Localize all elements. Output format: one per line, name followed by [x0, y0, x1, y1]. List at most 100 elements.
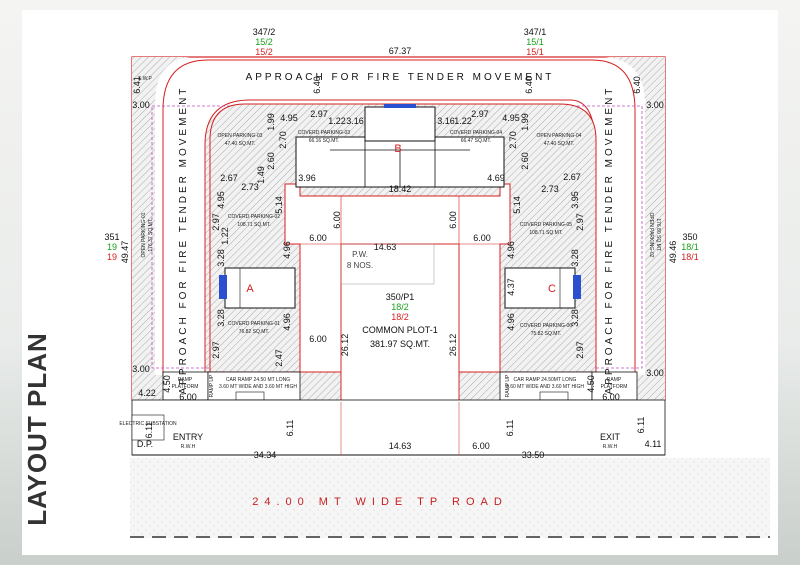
dim-2.97-b: 2.97 [471, 109, 489, 119]
dim-4.69: 4.69 [487, 173, 505, 183]
label-cp-01-area: 76.82 SQ.MT. [239, 329, 270, 335]
dim-4.96-d: 4.96 [506, 313, 516, 331]
block-c [504, 267, 576, 309]
dim-1.99-b: 1.99 [520, 113, 530, 131]
dim-2.67-b: 2.67 [563, 172, 581, 182]
road-strip [130, 458, 770, 538]
block-b-stair [384, 104, 416, 108]
bd-top-left-green: 15/2 [255, 37, 273, 47]
label-approach-right: APPROACH FOR FIRE TENDER MOVEMENT [604, 86, 615, 395]
dim-bottom-left: 34.34 [254, 450, 277, 460]
dim-1.99-a: 1.99 [266, 113, 276, 131]
bd-right-green: 18/1 [681, 242, 699, 252]
label-car-ramp-l1: CAR RAMP 24.50 MT LONG [226, 377, 290, 383]
dim-3.96: 3.96 [298, 173, 316, 183]
dim-18.42: 18.42 [389, 184, 412, 194]
label-op-01: OPEN PARKING-01 [141, 212, 147, 257]
label-cp-03-area: 66.16 SQ.MT. [309, 138, 340, 144]
label-cp-06-area: 75.82 SQ.MT. [531, 331, 562, 337]
dim-4.22: 4.22 [138, 388, 156, 398]
dim-6.00-a: 6.00 [332, 211, 342, 229]
dim-2.47: 2.47 [274, 349, 284, 367]
dim-3.16-a: 3.16 [346, 116, 364, 126]
dim-2.60-b: 2.60 [520, 152, 530, 170]
dim-corner-tr: 6.40 [632, 76, 642, 94]
dim-2.70-a: 2.70 [278, 131, 288, 149]
dim-4.95-a: 4.95 [280, 113, 298, 123]
label-op-02: OPEN PARKING-02 [648, 213, 654, 258]
label-block-b: B [394, 143, 401, 155]
label-car-ramp-l2: 3.60 MT WIDE AND 3.60 MT HIGH [219, 384, 297, 390]
label-common-plot: COMMON PLOT-1 [362, 325, 438, 335]
label-approach-left: APPROACH FOR FIRE TENDER MOVEMENT [178, 86, 189, 395]
bd-top-right-green: 15/1 [526, 37, 544, 47]
dim-margin-rb: 3.00 [646, 368, 664, 378]
fire-tender-corridor [162, 59, 636, 376]
label-cp-05-area: 108.71 SQ.MT. [529, 230, 562, 236]
label-ramp-up-r: RAMP UP [505, 374, 511, 397]
label-ramp-l: RAMP [178, 377, 193, 383]
dim-2.67-a: 2.67 [220, 173, 238, 183]
dim-26.12-b: 26.12 [448, 334, 458, 357]
bd-left-number: 351 [104, 232, 119, 242]
dim-right-overall: 49.46 [668, 241, 678, 264]
label-car-ramp-r2: 3.60 MT WIDE AND 3.60 MT HIGH [506, 384, 584, 390]
block-a-lift [219, 275, 227, 299]
block-b-core [364, 106, 436, 142]
dim-2.73-b: 2.73 [541, 184, 559, 194]
dim-1.49: 1.49 [256, 166, 266, 184]
label-cp-05: COVERD PARKING-05 [520, 222, 572, 228]
label-cp-04: COVERD PARKING-04 [450, 130, 502, 136]
dim-2.73-a: 2.73 [241, 182, 259, 192]
dim-margin-rt: 3.00 [646, 100, 664, 110]
dim-2.60-a: 2.60 [266, 152, 276, 170]
dim-4.50-a: 4.50 [162, 375, 172, 393]
dim-6.00-f: 6.00 [472, 441, 490, 451]
dim-2.97-br: 2.97 [575, 341, 585, 359]
label-block-c: C [548, 283, 556, 295]
dim-top-overall: 67.37 [389, 46, 412, 56]
dim-corner-tl: 6.41 [132, 76, 142, 94]
dim-1.22-a: 1.22 [328, 116, 346, 126]
label-ramp-up-l: RAMP UP [209, 374, 215, 397]
dim-6.11-d: 6.11 [636, 417, 646, 434]
label-common-area: 381.97 SQ.MT. [370, 339, 430, 349]
label-road: 24.00 MT WIDE TP ROAD [252, 496, 508, 508]
bd-right-number: 350 [682, 232, 697, 242]
dim-6.00-d: 6.00 [473, 233, 491, 243]
block-c-lift [573, 275, 581, 299]
dim-4.37: 4.37 [506, 278, 516, 296]
car-ramp-left [207, 371, 301, 401]
label-op-04-area: 47.40 SQ.MT. [544, 141, 575, 147]
bd-left-red: 19 [107, 252, 117, 262]
bd-right-red: 18/1 [681, 252, 699, 262]
label-exit: EXIT [600, 432, 621, 442]
label-electric: ELECTRIC SUBSTATION [119, 421, 177, 427]
dim-6.11-b: 6.11 [285, 420, 295, 437]
dim-6.11-c: 6.11 [505, 420, 515, 437]
dim-approach-top-l: 6.40 [312, 76, 322, 94]
common-plot [340, 243, 460, 403]
dim-4.50-b: 4.50 [586, 375, 596, 393]
dim-3.28-d: 3.28 [570, 309, 580, 327]
dim-4.11: 4.11 [645, 439, 662, 449]
bd-top-left-number: 347/2 [253, 27, 276, 37]
dim-14.63-b: 14.63 [389, 441, 412, 451]
dim-3.28-b: 3.28 [570, 249, 580, 267]
label-rwh-l: R.W.H [181, 444, 196, 450]
dim-6.00-e: 6.00 [309, 334, 327, 344]
label-cp-01: COVERD PARKING-01 [228, 321, 280, 327]
dim-3.28-a: 3.28 [216, 249, 226, 267]
dim-4.95-b: 4.95 [502, 113, 520, 123]
label-plot-green: 18/2 [391, 302, 409, 312]
front-margin [131, 399, 666, 456]
dim-4.95-v: 4.95 [216, 191, 226, 209]
dim-5.14-a: 5.14 [274, 196, 284, 214]
dim-26.12-a: 26.12 [340, 334, 350, 357]
dim-6.00-c: 6.00 [309, 233, 327, 243]
label-op-02-area: 176.80 SQ.MT. [655, 218, 661, 251]
dim-2.70-b: 2.70 [508, 131, 518, 149]
label-pw-nos: 8 NOS. [347, 261, 373, 270]
label-entry: ENTRY [173, 432, 203, 442]
label-op-03: OPEN PARKING-03 [218, 133, 263, 139]
